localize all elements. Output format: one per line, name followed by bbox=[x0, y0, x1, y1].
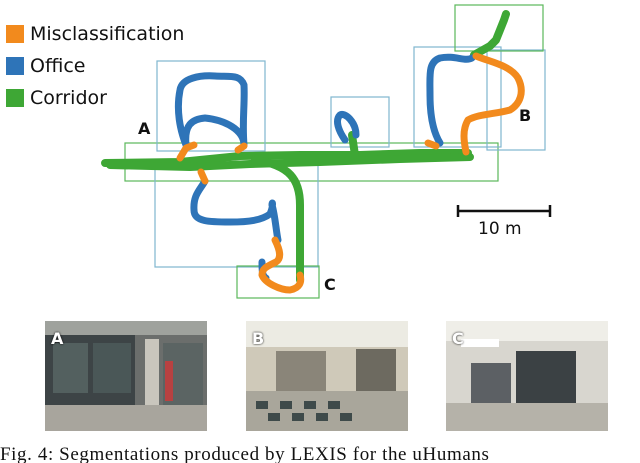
trajectory-map bbox=[101, 4, 552, 299]
legend-item-misclassification: Misclassification bbox=[6, 23, 184, 45]
photo-a-scene bbox=[45, 321, 207, 431]
office-lower-path bbox=[190, 177, 282, 244]
photo-a: A bbox=[45, 321, 207, 431]
misclass-a2-path bbox=[234, 142, 248, 154]
photo-label-a: A bbox=[51, 329, 64, 348]
corridor-secondary-path bbox=[106, 153, 474, 171]
misclass-b-path bbox=[460, 52, 525, 156]
corridor-box-c bbox=[236, 265, 320, 299]
scale-bar-label: 10 m bbox=[478, 219, 522, 239]
corridor-main-path bbox=[101, 149, 472, 167]
corridor-box-top bbox=[454, 4, 544, 52]
office-box-mid bbox=[330, 96, 390, 148]
region-label-a: A bbox=[138, 119, 151, 138]
corridor-mid-spur bbox=[348, 131, 359, 159]
photo-label-b: B bbox=[252, 329, 265, 348]
photo-label-c: C bbox=[452, 329, 464, 348]
office-box-b-right bbox=[486, 49, 546, 151]
misclass-lower-path bbox=[197, 168, 209, 185]
region-label-c: C bbox=[324, 275, 336, 294]
photo-c-scene bbox=[446, 321, 608, 431]
misclass-c-path bbox=[258, 236, 305, 294]
legend-swatch-office bbox=[6, 57, 24, 75]
legend-label-office: Office bbox=[30, 55, 86, 77]
legend-label-misclassification: Misclassification bbox=[30, 23, 185, 45]
office-box-a bbox=[156, 60, 266, 152]
office-a-path bbox=[174, 72, 248, 149]
legend-swatch-corridor bbox=[6, 89, 24, 107]
scale-bar bbox=[456, 205, 552, 217]
legend-item-corridor: Corridor bbox=[6, 87, 107, 109]
office-box-b-left bbox=[413, 46, 502, 148]
misclass-a-path bbox=[176, 141, 198, 162]
region-label-b: B bbox=[519, 106, 532, 125]
corridor-vertical-path bbox=[251, 156, 304, 284]
legend-item-office: Office bbox=[6, 55, 85, 77]
misclass-b2-path bbox=[424, 139, 440, 150]
corridor-top-path bbox=[470, 10, 510, 59]
photo-b: B bbox=[246, 321, 408, 431]
photo-b-scene bbox=[246, 321, 408, 431]
figure-caption: Fig. 4: Segmentations produced by LEXIS … bbox=[0, 444, 490, 463]
legend-label-corridor: Corridor bbox=[30, 87, 107, 109]
office-b-path bbox=[426, 53, 476, 147]
legend-swatch-misclassification bbox=[6, 25, 24, 43]
photo-c: C bbox=[446, 321, 608, 431]
office-mid-path bbox=[334, 111, 360, 144]
